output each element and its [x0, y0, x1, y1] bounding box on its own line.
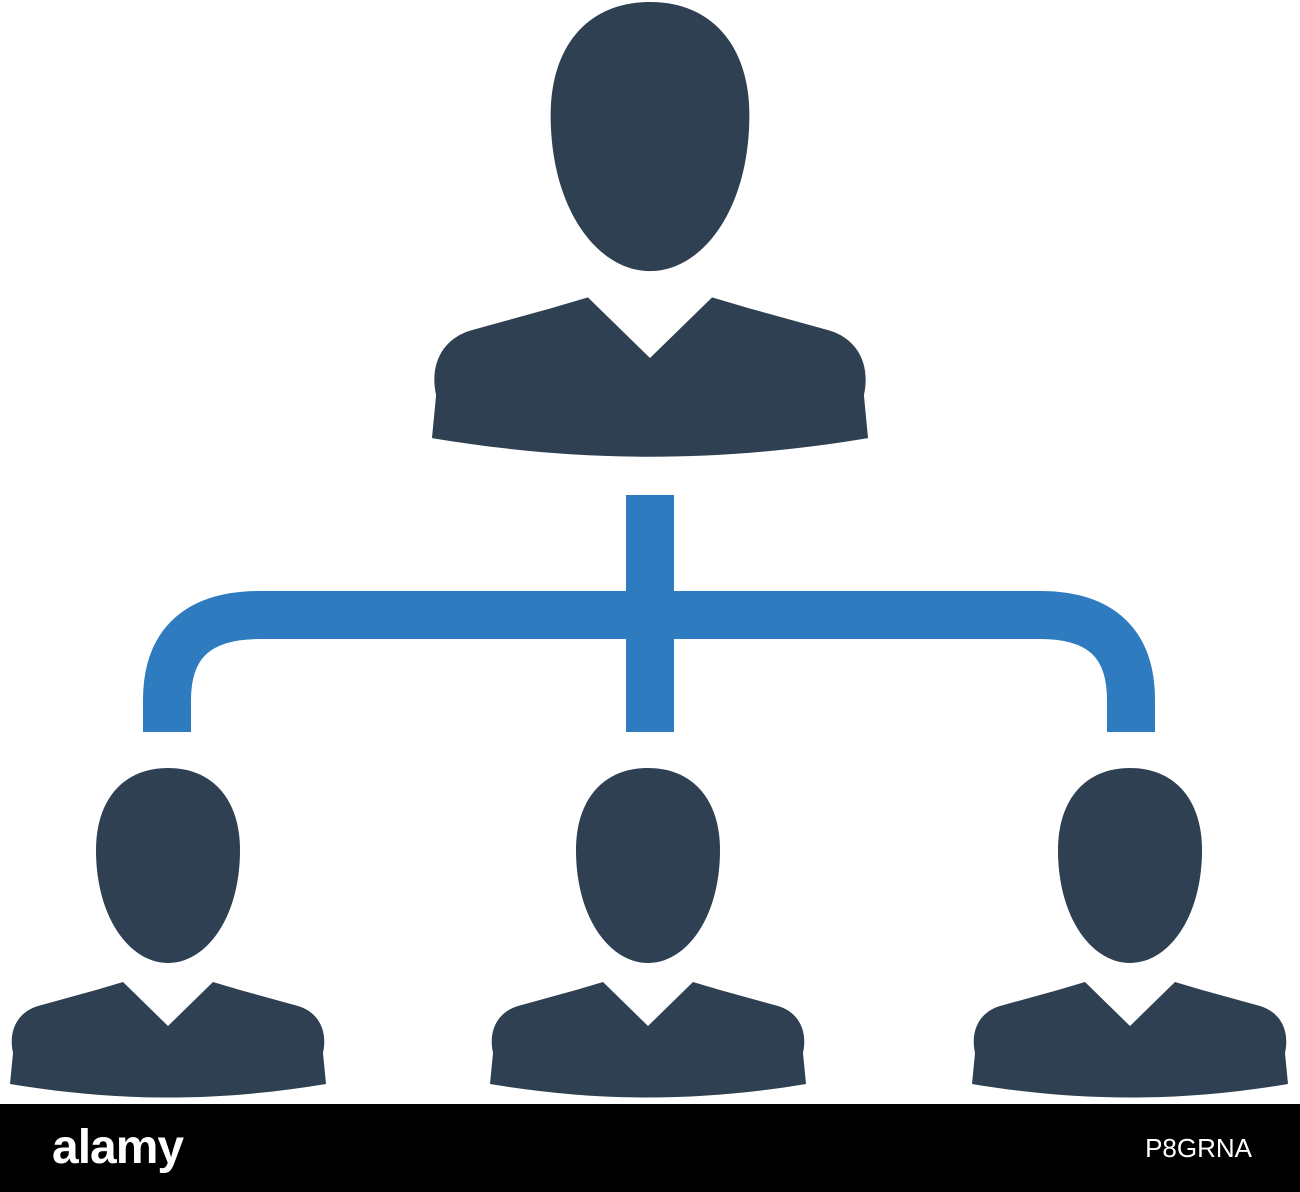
connector-horizontal-line [143, 591, 1155, 732]
hierarchy-illustration [10, 2, 1288, 1098]
alamy-logo[interactable]: alamy [52, 1121, 184, 1174]
footer-bar: alamy P8GRNA [0, 1104, 1300, 1192]
bottom-person-center-icon [490, 768, 806, 1098]
stock-image-id: P8GRNA [1145, 1133, 1252, 1163]
bottom-person-right-icon [972, 768, 1288, 1098]
bottom-person-left-icon [10, 768, 326, 1098]
org-chart-connector-icon [143, 495, 1155, 732]
top-person-icon [431, 2, 869, 457]
